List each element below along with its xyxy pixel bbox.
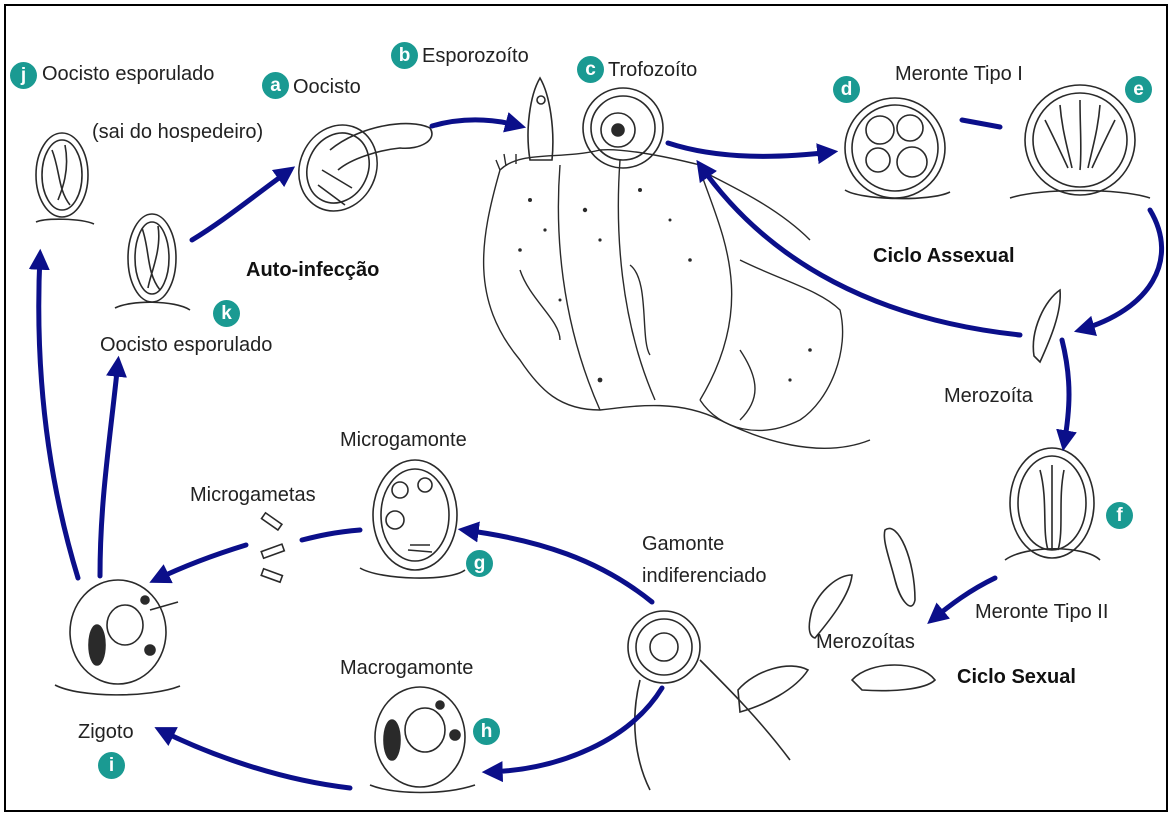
arrow-a-to-b [432,120,520,126]
stage-b-sporozoite-sketch [528,78,553,160]
badge-h: h [473,718,500,745]
label-microgametas: Microgametas [190,483,316,507]
stage-g-microgamont-sketch [360,460,465,578]
stage-merozoites-sketch [809,528,935,690]
badge-i: i [98,752,125,779]
stage-c-trophozoite-sketch [583,88,663,168]
stage-e-meront-type-1-mature-sketch [1010,85,1150,198]
label-trofozoito: Trofozoíto [608,58,697,82]
label-oocisto-esporulado-j: Oocisto esporulado [42,62,214,86]
label-merozoita: Merozoíta [944,384,1033,408]
stage-d-meront-type-1-sketch [845,98,950,199]
stage-k-oocyst-sporulated-sketch [115,214,190,310]
stage-merozoite-sketch [1033,290,1060,362]
epithelium-dots [518,188,812,382]
stage-i-zygote-sketch [55,580,180,695]
arrow-e-to-merozoite [1080,210,1162,330]
label-zigoto: Zigoto [78,720,134,744]
stage-f-meront-type-2-sketch [1005,448,1100,560]
arrow-i-to-k [100,362,118,576]
arrow-i-to-j [39,255,78,578]
label-ciclo-sexual: Ciclo Sexual [957,665,1076,689]
badge-a: a [262,72,289,99]
arrow-g-to-microgametes [302,530,360,540]
label-auto-infeccao: Auto-infecção [246,258,379,282]
arrow-d-to-e-connector [962,120,1000,127]
stage-j-oocyst-sporulated-sketch [36,133,94,224]
arrow-merozoite-to-f [1062,340,1069,445]
stage-a-oocyst-sketch [285,112,432,224]
badge-d: d [833,76,860,103]
badge-g: g [466,550,493,577]
label-meronte-tipo-1: Meronte Tipo I [895,62,1023,86]
arrow-h-to-i [160,730,350,788]
badge-c: c [577,56,604,83]
label-macrogamonte: Macrogamonte [340,656,473,680]
stage-h-macrogamont-sketch [370,687,475,793]
arrow-k-to-a [192,170,290,240]
badge-j: j [10,62,37,89]
label-esporozoito: Esporozoíto [422,44,529,68]
stage-microgametes-sketch [261,513,284,582]
label-oocisto-a: Oocisto [293,75,361,99]
intestinal-epithelium-drawing [484,150,870,449]
label-microgamonte: Microgamonte [340,428,467,452]
arrow-microgametes-to-i [155,545,246,580]
badge-e: e [1125,76,1152,103]
label-sai-do-hospedeiro: (sai do hospedeiro) [92,120,263,144]
badge-b: b [391,42,418,69]
label-gamonte: Gamonte [642,532,724,556]
badge-f: f [1106,502,1133,529]
label-meronte-tipo-2: Meronte Tipo II [975,600,1108,624]
label-ciclo-assexual: Ciclo Assexual [873,244,1015,268]
badge-k: k [213,300,240,327]
label-indiferenciado: indiferenciado [642,564,767,588]
label-oocisto-esporulado-k: Oocisto esporulado [100,333,272,357]
label-merozoitas: Merozoítas [816,630,915,654]
arrow-c-to-d [668,143,832,156]
